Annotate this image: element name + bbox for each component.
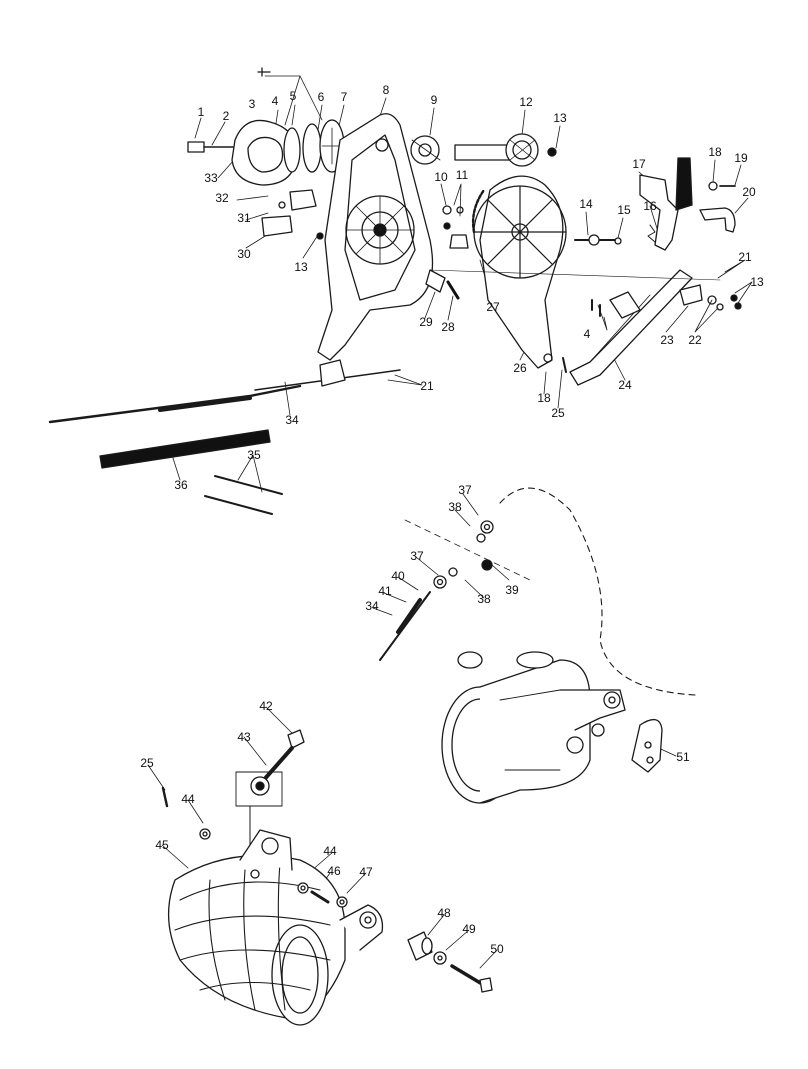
callout-31: 31 (237, 211, 251, 225)
callout-36: 36 (174, 478, 188, 492)
callout-37b: 37 (410, 549, 424, 563)
callout-26: 26 (513, 361, 527, 375)
callout-2: 2 (222, 109, 230, 123)
callout-42: 42 (259, 699, 273, 713)
callout-8: 8 (382, 83, 390, 97)
callout-3: 3 (248, 97, 256, 111)
callout-33: 33 (204, 171, 218, 185)
callout-48: 48 (437, 906, 451, 920)
callout-4: 4 (271, 94, 279, 108)
callout-9: 9 (430, 93, 438, 107)
callout-34b: 34 (365, 599, 379, 613)
callout-44a: 44 (181, 792, 195, 806)
callout-12: 12 (519, 95, 533, 109)
callout-18b: 18 (537, 391, 551, 405)
callout-4b: 4 (583, 327, 591, 341)
callout-19: 19 (734, 151, 748, 165)
callout-24: 24 (618, 378, 632, 392)
callout-7: 7 (340, 90, 348, 104)
callout-13c: 13 (750, 275, 764, 289)
callout-49: 49 (462, 922, 476, 936)
callout-47: 47 (359, 865, 373, 879)
callout-21b: 21 (420, 379, 434, 393)
callout-30: 30 (237, 247, 251, 261)
callout-22: 22 (688, 333, 702, 347)
callout-41: 41 (378, 584, 392, 598)
callout-23: 23 (660, 333, 674, 347)
callout-27: 27 (486, 300, 500, 314)
callout-34a: 34 (285, 413, 299, 427)
callout-44b: 44 (323, 844, 337, 858)
callout-20: 20 (742, 185, 756, 199)
callout-45: 45 (155, 838, 169, 852)
reverse-gate-assembly (161, 729, 493, 1026)
callout-11: 11 (455, 168, 469, 182)
callout-38a: 38 (448, 500, 462, 514)
callout-40: 40 (391, 569, 405, 583)
callout-10: 10 (434, 170, 448, 184)
callout-13b: 13 (294, 260, 308, 274)
callout-39: 39 (505, 583, 519, 597)
callout-15: 15 (617, 203, 631, 217)
callout-29: 29 (419, 315, 433, 329)
callout-28: 28 (441, 320, 455, 334)
nozzle-assembly (379, 487, 696, 804)
callout-38b: 38 (477, 592, 491, 606)
callout-50: 50 (490, 942, 504, 956)
callout-51: 51 (676, 750, 690, 764)
callout-1: 1 (197, 105, 205, 119)
callout-25b: 25 (140, 756, 154, 770)
callout-37a: 37 (458, 483, 472, 497)
callout-6: 6 (317, 90, 325, 104)
callout-16: 16 (643, 199, 657, 213)
callout-13a: 13 (553, 111, 567, 125)
callout-5: 5 (289, 89, 297, 103)
callout-14: 14 (579, 197, 593, 211)
callout-21a: 21 (738, 250, 752, 264)
callout-35: 35 (247, 448, 261, 462)
callout-46: 46 (327, 864, 341, 878)
callout-32: 32 (215, 191, 229, 205)
callout-43: 43 (237, 730, 251, 744)
upper-assembly (48, 67, 742, 515)
callout-17: 17 (632, 157, 646, 171)
callout-18a: 18 (708, 145, 722, 159)
callout-25a: 25 (551, 406, 565, 420)
